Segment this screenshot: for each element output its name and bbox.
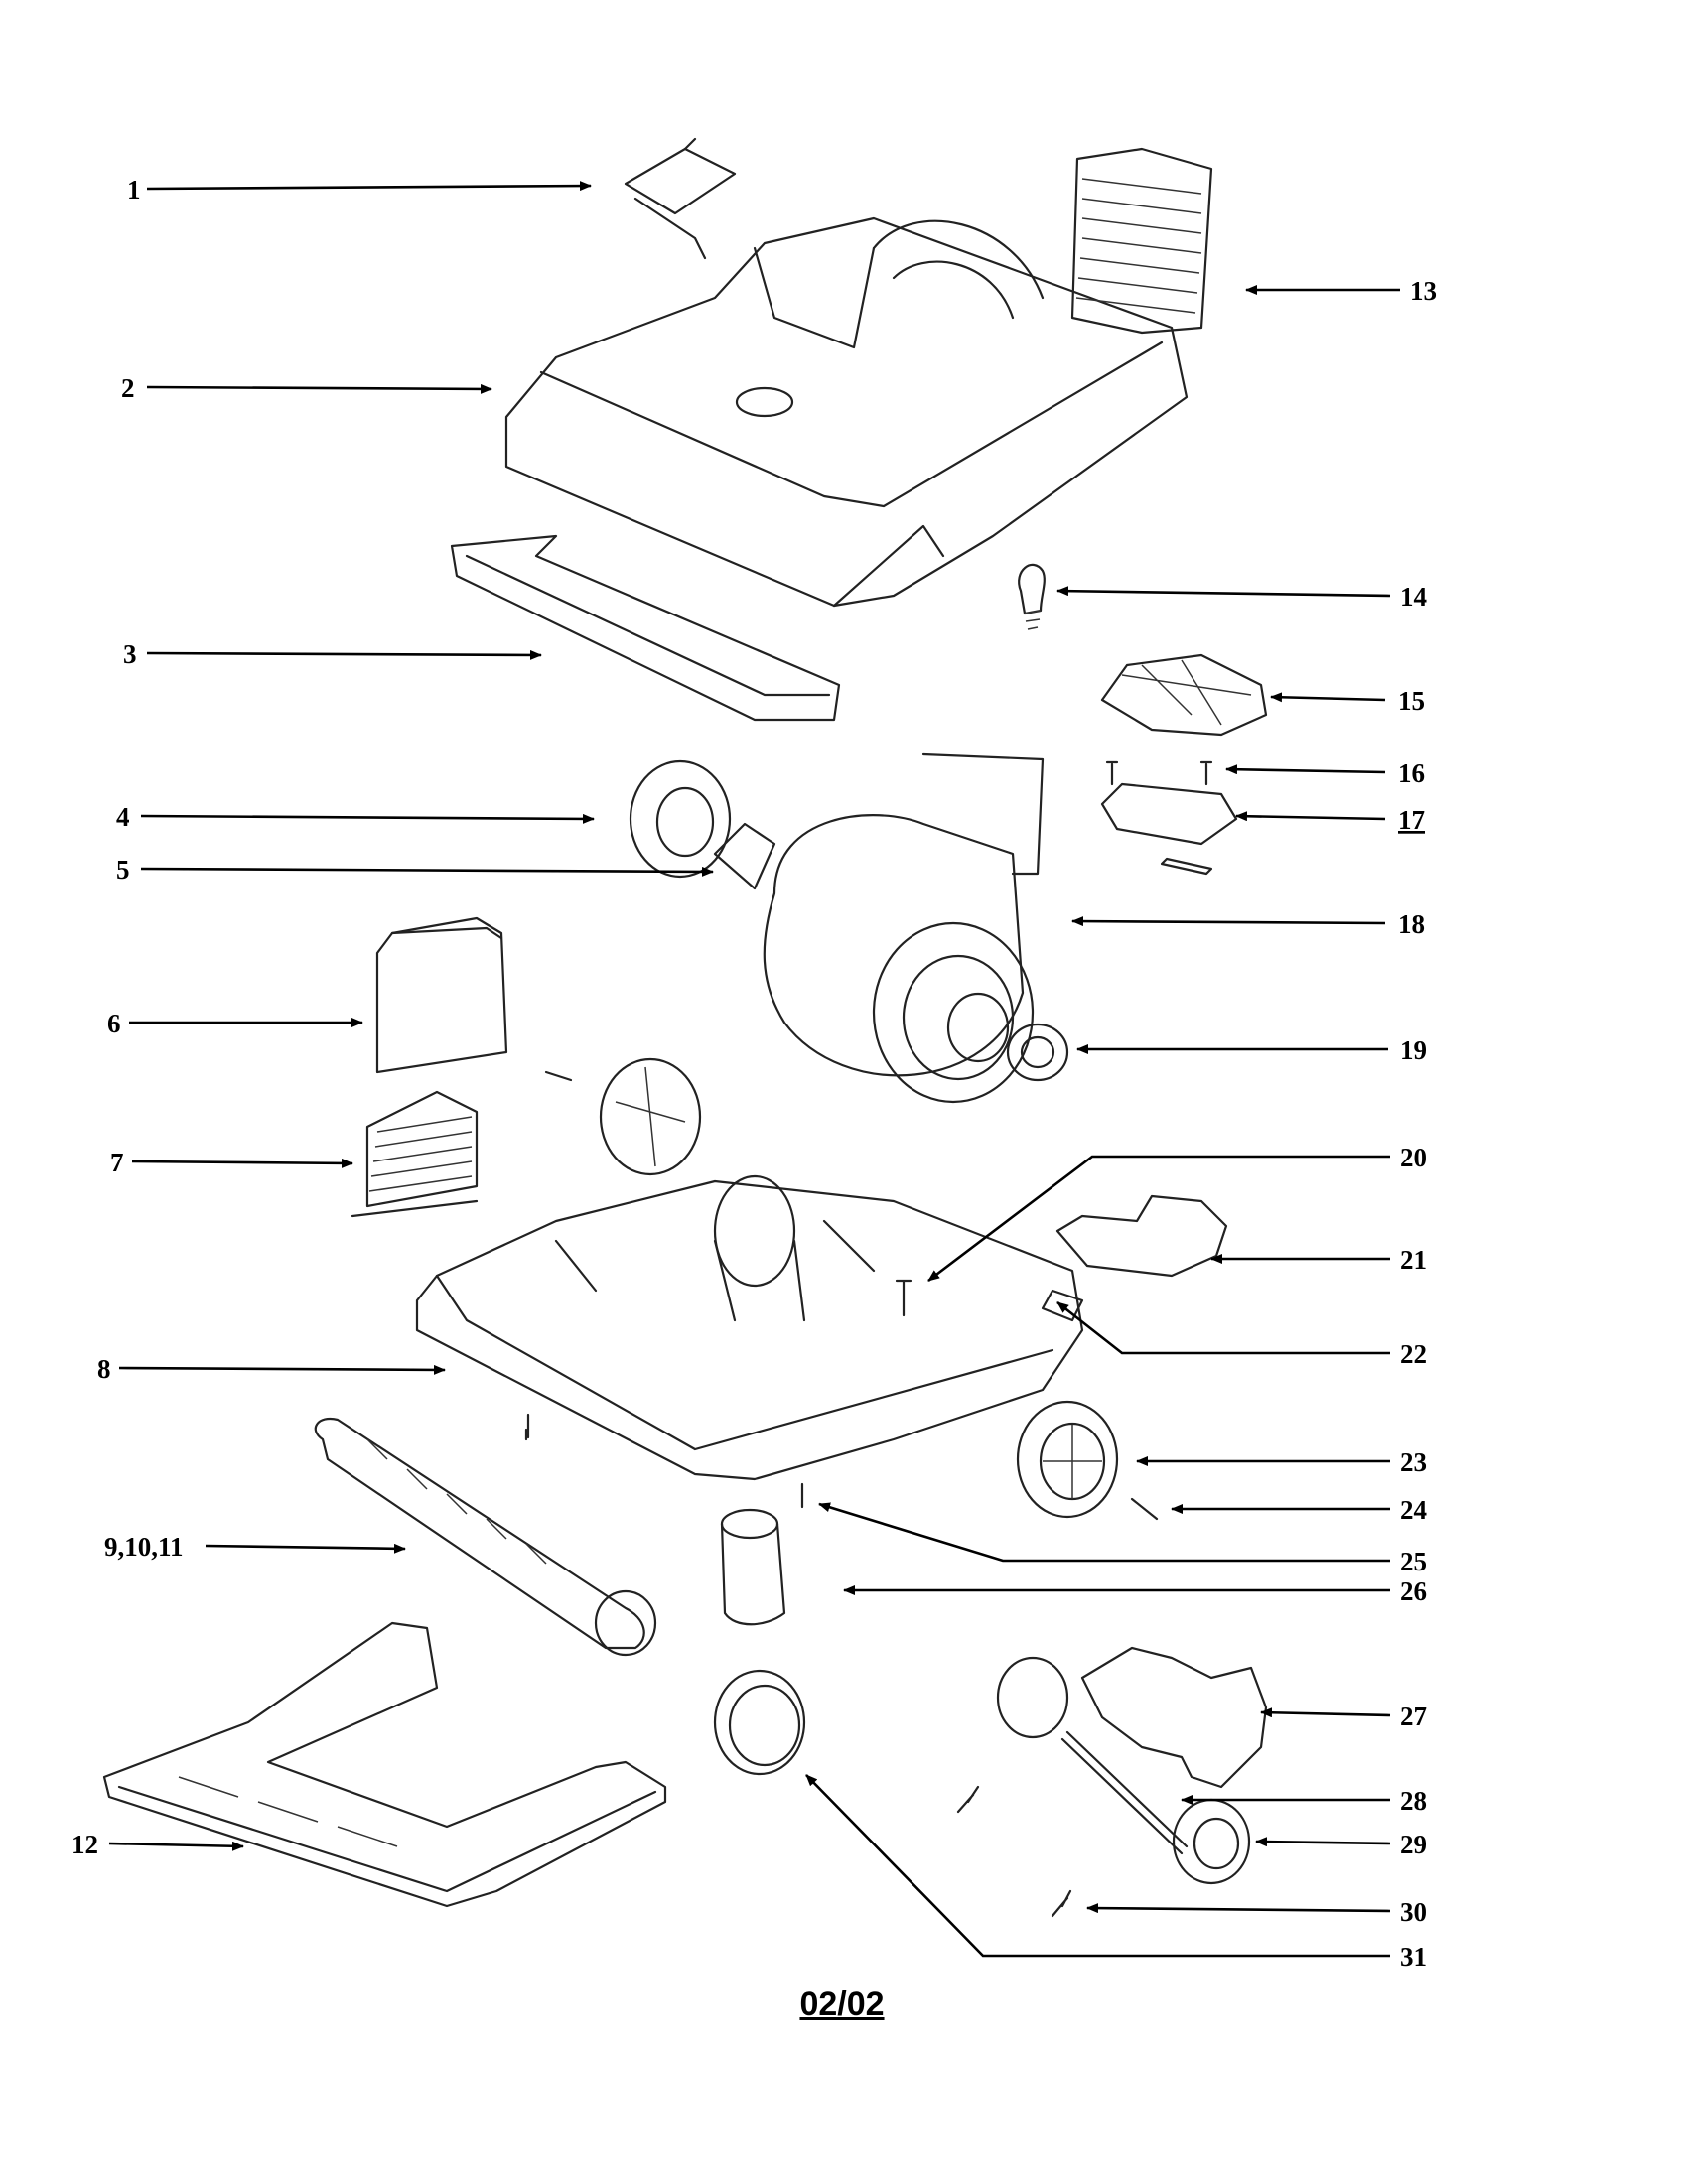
leader-1 [146,181,592,192]
part-24-axle-pin [1130,1497,1159,1521]
part-22-spring [1041,1289,1084,1322]
part-13-grill [1070,147,1213,335]
leader-14 [1056,586,1391,598]
leader-12 [108,1841,244,1851]
callout-27: 27 [1400,1702,1427,1731]
part-16-screws [1105,760,1213,786]
callout-2: 2 [121,373,135,403]
part-25-pins [526,1413,804,1509]
part-27-swivel-housing [996,1646,1268,1789]
part-30-screws [956,1785,1072,1918]
leader-17 [1235,811,1386,822]
callout-3: 3 [123,639,137,669]
part-31-band [713,1669,806,1776]
part-26-nozzle-tube [720,1508,786,1626]
callout-23: 23 [1400,1447,1427,1477]
callout-13: 13 [1410,276,1437,306]
leader-2 [146,383,492,394]
callout-31: 31 [1400,1942,1427,1972]
leader-31 [805,1774,1390,1958]
callout-25: 25 [1400,1547,1427,1576]
part-3-bumper [450,534,841,722]
page-number: 02/02 [799,1985,885,2023]
callout-26: 26 [1400,1576,1427,1606]
callout-7: 7 [110,1148,124,1177]
callout-15: 15 [1398,686,1425,716]
leader-3 [146,649,542,660]
part-7-mesh [351,1090,479,1218]
callout-21: 21 [1400,1245,1427,1275]
callout-20: 20 [1400,1143,1427,1172]
part-18-motor [763,752,1045,1104]
part-17-light-board [1100,782,1238,876]
part-12-bottom-plate [102,1621,667,1908]
leader-9 [205,1543,406,1554]
callout-12: 12 [71,1830,98,1859]
part-28-axle-rod [1060,1730,1189,1855]
callout-28: 28 [1400,1786,1427,1816]
callout-4: 4 [116,802,130,832]
part-1-bracket [624,137,737,260]
leader-22 [1056,1300,1390,1355]
part-9-10-11-brushroll [314,1417,657,1657]
leader-7 [131,1158,353,1168]
callout-19: 19 [1400,1035,1427,1065]
callout-24: 24 [1400,1495,1427,1525]
leader-29 [1255,1837,1391,1847]
part-23-wheel [1016,1400,1119,1519]
leader-15 [1270,692,1386,703]
part-19-ring [1006,1023,1069,1082]
callout-9-10-11: 9,10,11 [104,1532,184,1562]
callout-6: 6 [107,1009,121,1038]
leader-lines [108,181,1400,1958]
callout-16: 16 [1398,758,1425,788]
callout-22: 22 [1400,1339,1427,1369]
part-2-hood-cover [504,216,1189,608]
part-14-bulb [1018,563,1046,630]
part-21-pedal [1055,1194,1228,1278]
callout-29: 29 [1400,1830,1427,1859]
callout-labels: 1 2 3 4 5 6 7 8 9,10,11 12 13 14 15 16 1… [71,175,1437,1972]
part-5-coupling [713,822,776,890]
part-fan [544,1057,702,1176]
leader-30 [1086,1903,1391,1914]
callout-18: 18 [1398,909,1425,939]
callout-8: 8 [97,1354,111,1384]
leader-4 [140,813,595,824]
part-4-ring [629,759,732,879]
callout-14: 14 [1400,582,1427,612]
part-15-lens-housing [1100,653,1268,737]
leader-5 [140,866,714,877]
leader-25 [818,1502,1390,1563]
callout-1: 1 [127,175,141,205]
part-6-filter [375,916,508,1074]
leader-8 [118,1364,446,1375]
part-29-caster-wheel [1172,1798,1251,1885]
callout-30: 30 [1400,1897,1427,1927]
callout-5: 5 [116,855,130,885]
leader-18 [1071,916,1386,927]
part-20-pin [895,1279,912,1317]
callout-17: 17 [1398,805,1425,835]
leader-16 [1225,764,1386,775]
leader-27 [1260,1707,1391,1718]
leader-20 [927,1155,1390,1283]
part-8-base-housing [415,1174,1084,1481]
